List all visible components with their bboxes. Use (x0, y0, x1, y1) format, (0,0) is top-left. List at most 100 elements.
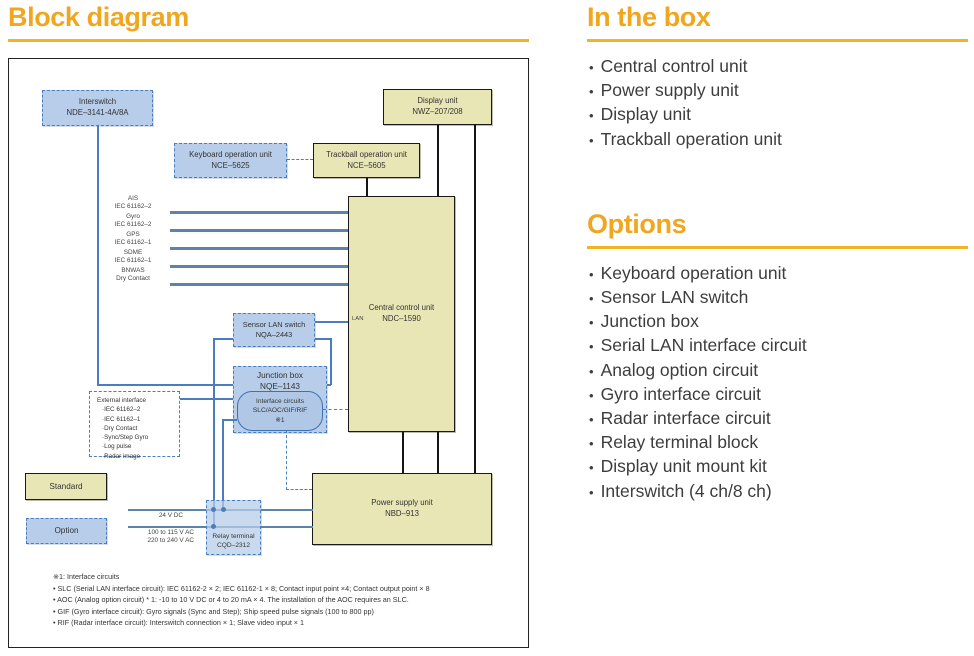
unit-model: NDE–3141-4A/8A (66, 108, 129, 117)
options-list: •Keyboard operation unit •Sensor LAN swi… (589, 262, 968, 504)
signal-label-gyro: Gyro IEC 61162–2 (114, 213, 152, 228)
line-display-to-ccu (437, 125, 439, 196)
line-into-junction-right (327, 384, 331, 386)
list-item: •Serial LAN interface circuit (589, 334, 968, 358)
legend-option-label: Option (54, 526, 79, 536)
signal-line-gps (170, 247, 348, 250)
unit-model: NDC–1590 (382, 314, 421, 323)
bullet-icon: • (589, 132, 594, 148)
unit-trackball: Trackball operation unit NCE–5605 (313, 143, 420, 178)
signal-line-bnwas (170, 283, 348, 286)
line-ccu-to-psu-1 (402, 432, 404, 473)
external-interface-title: External interface (97, 397, 147, 404)
unit-keyboard: Keyboard operation unit NCE–5625 (174, 143, 287, 178)
in-the-box-list: •Central control unit •Power supply unit… (589, 55, 968, 152)
list-item: •Trackball operation unit (589, 128, 968, 152)
external-interface-item: ·Sync/Step Gyro (102, 434, 149, 442)
unit-name: Power supply unit (371, 498, 433, 508)
line-display-to-psu (474, 125, 476, 473)
bullet-icon: • (589, 60, 594, 75)
external-interface-item: ·Log pulse (102, 443, 132, 451)
external-interface-item: ·IEC 61162–1 (102, 415, 141, 423)
external-interface-item: ·Dry Contact (102, 424, 138, 432)
list-item: •Central control unit (589, 55, 968, 79)
legend-standard: Standard (25, 473, 107, 500)
list-item: •Radar interface circuit (589, 407, 968, 431)
bullet-icon: • (589, 339, 594, 355)
list-item: •Display unit mount kit (589, 455, 968, 479)
unit-display: Display unit NWZ–207/208 (383, 89, 492, 125)
bullet-icon: • (589, 84, 594, 100)
in-the-box-title: In the box (587, 2, 968, 42)
bullet-icon: • (589, 412, 594, 428)
footnote-line: ※1: Interface circuits (53, 572, 120, 581)
unit-name: Interswitch (78, 97, 117, 107)
signal-line-ais (170, 211, 348, 214)
label-ac-1: 100 to 115 V AC (147, 529, 194, 536)
unit-model: NCE–5625 (211, 160, 250, 170)
footnote-line: • AOC (Analog option circuit) * 1: -10 t… (53, 595, 409, 605)
line-ccu-to-psu-2 (437, 432, 439, 473)
unit-name: Central control unit (368, 303, 435, 313)
unit-name: Trackball operation unit (326, 149, 407, 159)
signal-label-ais: AIS IEC 61162–2 (114, 195, 152, 210)
right-column: In the box •Central control unit •Power … (587, 2, 968, 504)
unit-sensor-lan-switch: Sensor LAN switch NQA–2443 (233, 313, 315, 347)
list-item: •Interswitch (4 ch/8 ch) (589, 480, 968, 504)
line-sensorlan-to-ccu-lan (315, 321, 348, 323)
unit-name: Keyboard operation unit (189, 149, 272, 159)
unit-relay-terminal: Relay terminal CQD–2312 (206, 500, 261, 555)
bullet-icon: • (589, 387, 594, 403)
bullet-icon: • (589, 108, 594, 124)
line-trackball-to-ccu (366, 178, 368, 196)
line-sensorlan-to-relay (213, 338, 215, 527)
line-ifc-to-ccu (323, 409, 348, 410)
list-item: •Junction box (589, 310, 968, 334)
line-ifc-left-h (223, 419, 237, 421)
signal-line-gyro (170, 229, 348, 232)
interface-circuits-line1: Interface circuits (255, 397, 304, 405)
left-column-header: Block diagram (8, 2, 529, 42)
bullet-icon: • (589, 266, 594, 282)
interface-circuits-line2: SLC/AOC/GIF/RIF (252, 407, 308, 415)
unit-model: NCE–5605 (347, 160, 386, 170)
unit-name: Sensor LAN switch (242, 319, 306, 329)
line-ifc-to-psu-h (286, 489, 312, 490)
list-item: •Gyro interface circuit (589, 383, 968, 407)
unit-name: Junction box (257, 371, 303, 380)
external-interface-item: ·Radar image (102, 452, 141, 460)
unit-name: Display unit (417, 96, 458, 106)
bullet-icon: • (589, 363, 594, 379)
bullet-icon: • (589, 484, 594, 500)
unit-central-control: Central control unit NDC–1590 (348, 196, 455, 432)
junction-dot (221, 507, 226, 512)
unit-model: NQE–1143 (260, 382, 300, 392)
line-keyboard-to-trackball (287, 159, 313, 160)
options-title: Options (587, 209, 968, 249)
list-item: •Relay terminal block (589, 431, 968, 455)
line-external-to-junction (180, 398, 233, 400)
line-sensorlan-left-h (214, 338, 233, 340)
interface-circuits-line3: ※1 (275, 416, 285, 424)
signal-label-bnwas: BNWAS Dry Contact (116, 267, 150, 282)
unit-power-supply: Power supply unit NBD–913 (312, 473, 492, 545)
bullet-icon: • (589, 315, 594, 331)
unit-name: Relay terminal (212, 532, 255, 540)
unit-model: CQD–2312 (217, 541, 250, 549)
unit-model: NWZ–207/208 (412, 107, 463, 116)
legend-standard-label: Standard (49, 481, 83, 491)
bullet-icon: • (589, 436, 594, 452)
line-interswitch-to-junction (97, 384, 233, 386)
bullet-icon: • (589, 291, 594, 307)
footnote-line: • GIF (Gyro interface circuit): Gyro sig… (53, 606, 374, 616)
signal-label-sdme: SDME IEC 61162–1 (114, 249, 152, 264)
bullet-icon: • (589, 460, 594, 476)
list-item: •Display unit (589, 103, 968, 127)
legend-option: Option (26, 518, 107, 544)
page-title: Block diagram (8, 2, 529, 42)
list-item: •Sensor LAN switch (589, 286, 968, 310)
list-item: •Analog option circuit (589, 359, 968, 383)
lan-port-label: LAN (352, 316, 364, 322)
line-ifc-to-psu-v (286, 430, 287, 490)
junction-dot (211, 524, 216, 529)
